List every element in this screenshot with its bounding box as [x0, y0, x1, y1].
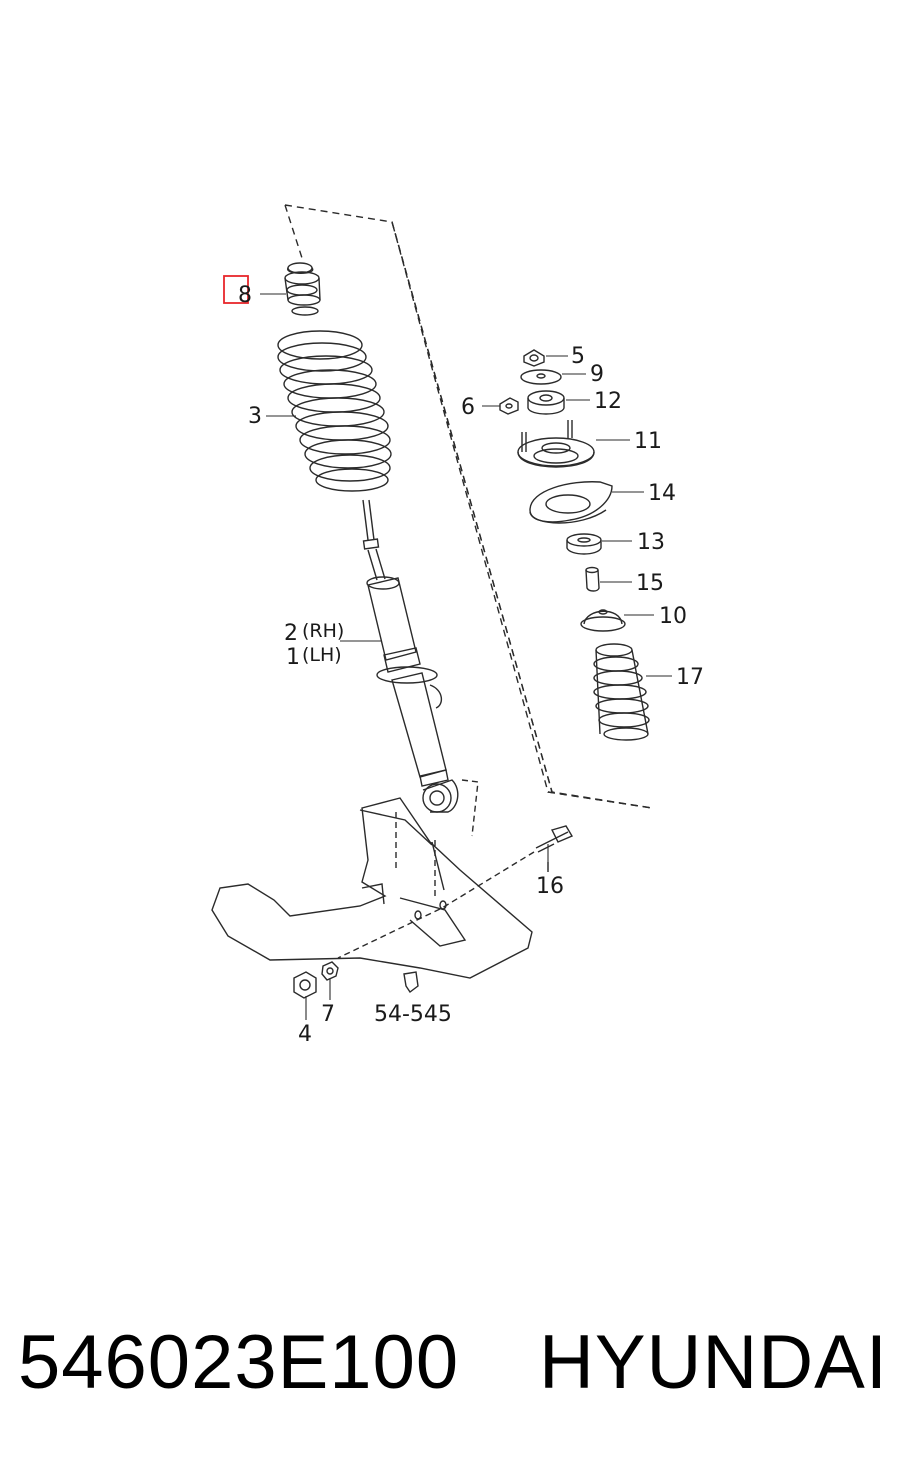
callout-13: 13 — [637, 530, 665, 555]
spring-seat-part-14 — [529, 481, 613, 524]
callout-16: 16 — [536, 874, 564, 899]
callout-3: 3 — [248, 404, 262, 429]
callout-17: 17 — [676, 665, 704, 690]
callout-1: 1 — [286, 645, 300, 670]
nut-part-6 — [499, 397, 519, 415]
callout-7: 7 — [321, 1002, 335, 1027]
part-number: 546023E100 — [18, 1319, 460, 1405]
spacer-part-15 — [585, 566, 600, 592]
brand-name: HYUNDAI — [538, 1319, 888, 1405]
bearing-part-13 — [566, 533, 602, 555]
bolt-part-16 — [337, 825, 574, 959]
callout-15: 15 — [636, 571, 664, 596]
highlight-box — [223, 275, 249, 304]
callout-ref-54-545: 54-545 — [374, 1002, 452, 1027]
dust-cover-cap-part-10 — [580, 609, 626, 632]
dust-cover-part-17 — [593, 643, 650, 741]
shock-absorber — [362, 499, 459, 813]
strut-mount-part-11 — [517, 420, 595, 468]
callout-2-side: (RH) — [302, 620, 344, 642]
bump-stopper-part-8 — [284, 262, 321, 316]
callout-2: 2 — [284, 621, 298, 646]
callout-4: 4 — [298, 1022, 312, 1047]
callout-labels: 8 3 2 (RH) 1 (LH) 5 9 6 12 11 14 13 15 1… — [238, 283, 704, 1047]
nut-part-4 — [293, 971, 317, 999]
callout-1-side: (LH) — [302, 644, 342, 666]
washer-part-9 — [520, 369, 562, 385]
callout-10: 10 — [659, 604, 687, 629]
callout-12: 12 — [594, 389, 622, 414]
parts-diagram: 8 3 2 (RH) 1 (LH) 5 9 6 12 11 14 13 15 1… — [211, 204, 704, 1047]
callout-6: 6 — [461, 395, 475, 420]
nut-part-7 — [321, 961, 339, 981]
lower-arm — [211, 779, 533, 979]
leader-lines — [260, 293, 672, 1020]
callout-11: 11 — [634, 429, 662, 454]
coil-spring-part-3 — [277, 330, 392, 492]
part-caption: 546023E100 HYUNDAI — [18, 1312, 888, 1412]
exploded-view-boundary — [284, 204, 653, 809]
callout-5: 5 — [571, 344, 585, 369]
nut-part-5 — [523, 349, 545, 367]
bushing-part-12 — [527, 390, 565, 415]
callout-9: 9 — [590, 362, 604, 387]
callout-8: 8 — [238, 283, 252, 308]
callout-14: 14 — [648, 481, 676, 506]
